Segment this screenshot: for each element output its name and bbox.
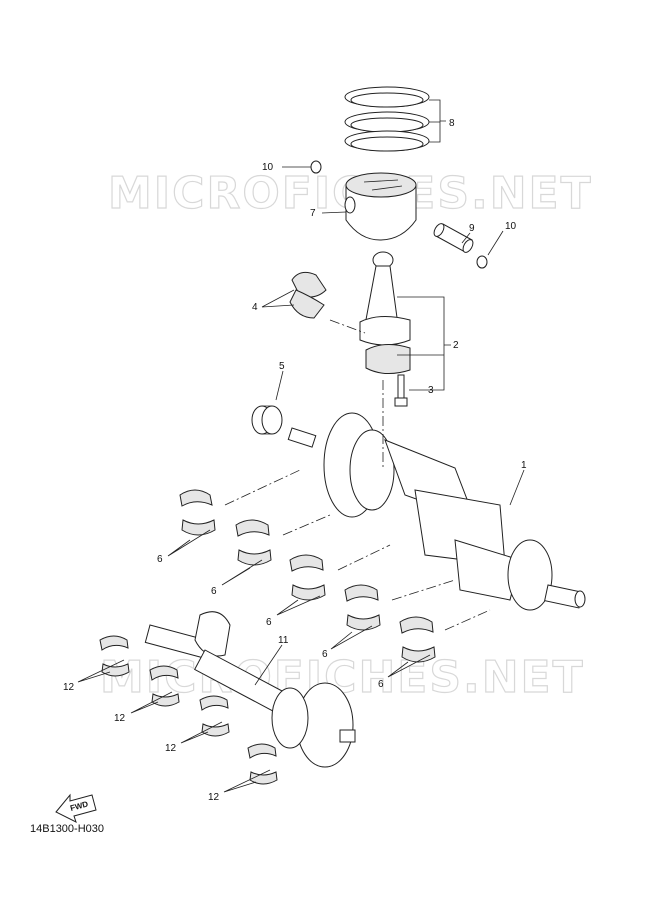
callout-10a: 10 [262, 162, 274, 173]
callout-3: 3 [428, 385, 434, 396]
piston-pin [433, 223, 474, 253]
callout-4: 4 [252, 302, 258, 313]
crankshaft [287, 412, 586, 611]
callout-6d: 6 [322, 649, 328, 660]
callout-12a: 12 [63, 682, 75, 693]
callout-7: 7 [310, 208, 316, 219]
balancer-shaft [144, 611, 356, 768]
callout-6b: 6 [211, 586, 217, 597]
circlip-left [310, 160, 322, 174]
callout-6c: 6 [266, 617, 272, 628]
rod-bolt [394, 374, 408, 407]
leader-lines [77, 99, 525, 793]
piston [344, 172, 417, 241]
callout-11: 11 [278, 635, 289, 646]
callout-6e: 6 [378, 679, 384, 690]
main-bearings [179, 489, 436, 663]
callout-5: 5 [279, 361, 285, 372]
small-gear [251, 405, 283, 435]
callout-6a: 6 [157, 554, 163, 565]
circlip-right [476, 255, 488, 269]
big-end-bearing [289, 271, 327, 319]
callout-9: 9 [469, 223, 475, 234]
diagram-code: 14B1300-H030 [30, 823, 105, 835]
callout-1: 1 [521, 460, 527, 471]
callout-2: 2 [453, 340, 459, 351]
connecting-rod [359, 251, 411, 374]
callout-12b: 12 [114, 713, 126, 724]
callout-8: 8 [449, 118, 455, 129]
piston-ring-set [344, 86, 430, 152]
callout-12d: 12 [208, 792, 220, 803]
callout-numbers: 1 2 3 4 5 6 6 6 6 6 7 8 9 10 10 11 12 12… [63, 118, 527, 803]
callout-10b: 10 [505, 221, 517, 232]
callout-12c: 12 [165, 743, 177, 754]
alignment-lines [224, 319, 491, 631]
forward-arrow-icon: FWD [55, 793, 97, 823]
